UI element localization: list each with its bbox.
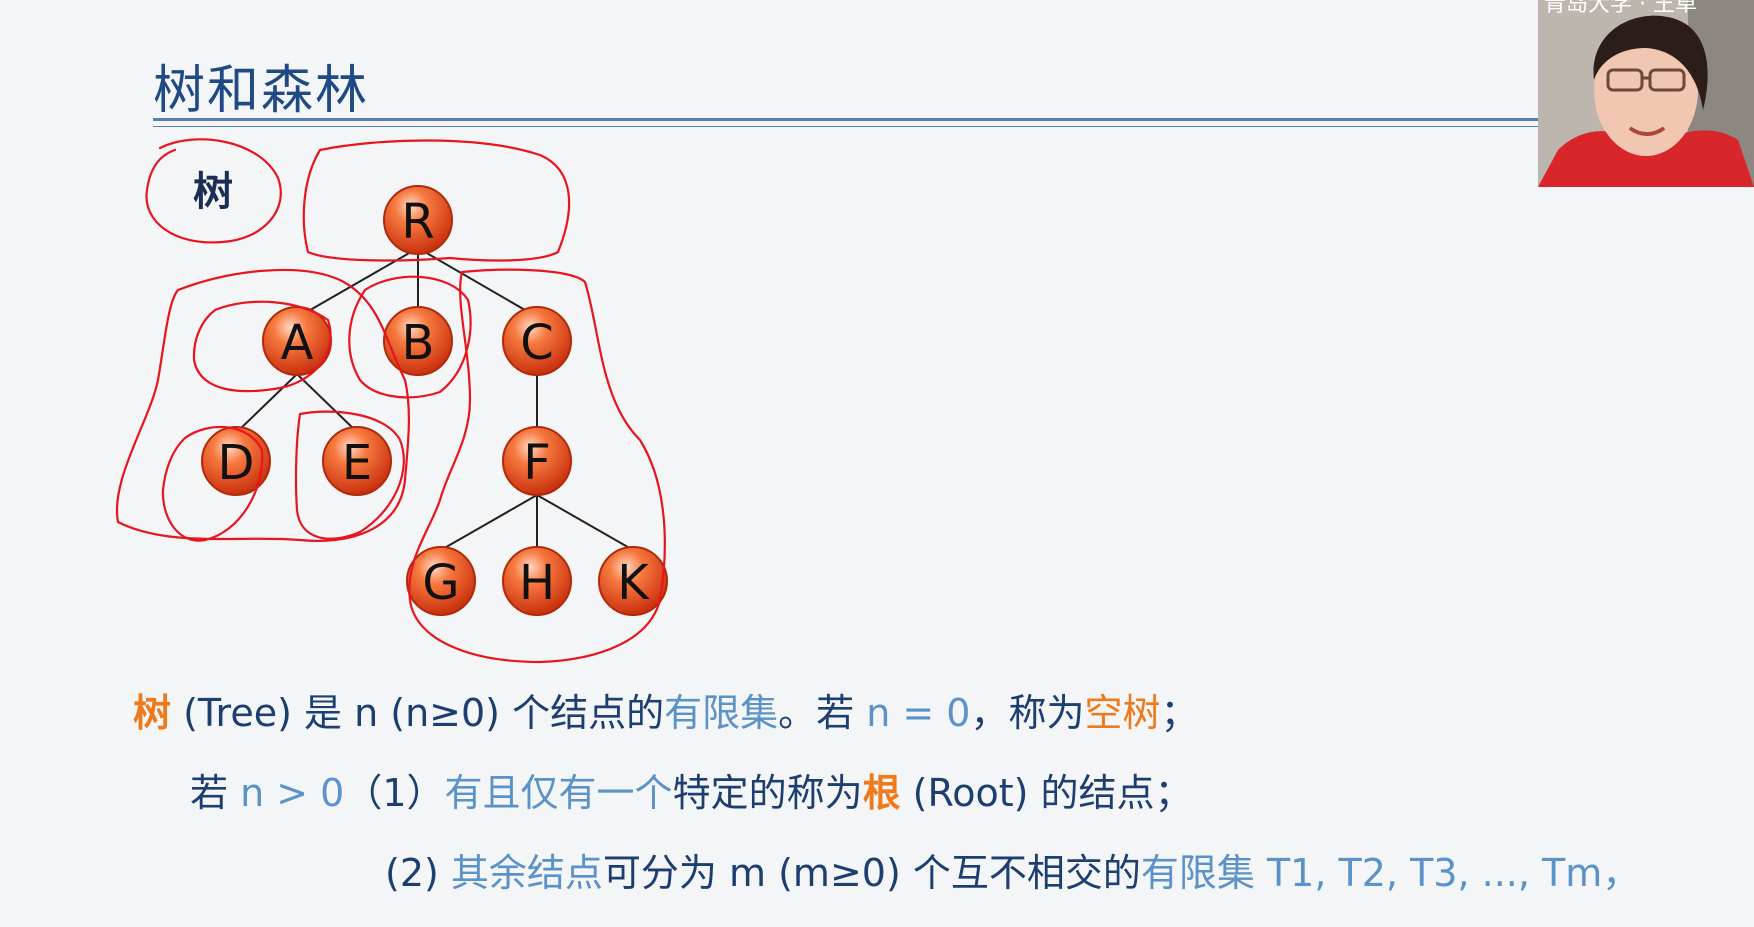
term-tree: 树 (133, 691, 172, 735)
term-finite-set: 有限集 (664, 691, 779, 735)
node-f-label: F (523, 435, 551, 491)
circle-around-subtree-b (348, 275, 472, 399)
title-underline-thin (153, 126, 1538, 127)
circle-around-subtree-c (408, 268, 666, 664)
line1-text-3: ，称为 (970, 691, 1085, 735)
node-h-label: H (519, 555, 555, 611)
circle-around-node-d (161, 425, 264, 542)
line3-text-2: 可分为 m (m≥0) 个互不相交的 (602, 851, 1141, 895)
line3-text-1: (2) (385, 851, 451, 895)
node-g-label: G (422, 555, 459, 611)
n-greater-zero: n > 0 (240, 771, 345, 815)
tree-edges (236, 247, 634, 551)
node-c-label: C (520, 315, 554, 371)
line2-text-4: (Root) 的结点； (900, 771, 1193, 815)
edge-f-k (536, 494, 634, 551)
term-root: 根 (862, 771, 901, 815)
definition-line-2: 若 n > 0（1）有且仅有一个特定的称为根 (Root) 的结点； (190, 762, 1193, 817)
section-label: 树 (193, 169, 233, 215)
webcam-overlay: 青岛大学 · 王卓 (1538, 0, 1754, 187)
node-d-label: D (218, 435, 255, 491)
node-k-label: K (617, 555, 650, 611)
node-a-label: A (281, 315, 314, 371)
node-b-label: B (402, 315, 435, 371)
line2-text-3: 特定的称为 (672, 771, 863, 815)
node-c: C (502, 306, 572, 376)
subsets-list: T1, T2, T3, ..., Tm， (1254, 851, 1641, 895)
n-equals-zero: n = 0 (866, 691, 971, 735)
node-g: G (406, 546, 476, 616)
definition-line-1: 树 (Tree) 是 n (n≥0) 个结点的有限集。若 n = 0，称为空树； (133, 682, 1199, 737)
circle-around-root (302, 139, 571, 262)
node-e-label: E (342, 435, 372, 491)
line1-text-4: ； (1160, 691, 1199, 735)
edge-a-d (236, 374, 297, 433)
circle-around-label (145, 138, 282, 244)
hand-annotations (115, 138, 666, 664)
node-f: F (502, 426, 572, 496)
term-only-one: 有且仅有一个 (444, 771, 673, 815)
term-empty-tree: 空树 (1084, 691, 1161, 735)
edge-r-a (297, 247, 419, 318)
node-b: B (383, 306, 453, 376)
line1-text-2: 。若 (778, 691, 867, 735)
node-r-label: R (401, 194, 434, 250)
term-finite-set-2: 有限集 (1140, 851, 1255, 895)
presenter-video (1538, 0, 1754, 187)
node-r: R (383, 185, 453, 255)
edge-a-e (297, 374, 358, 433)
node-h: H (502, 546, 572, 616)
slide-title: 树和森林 (153, 61, 370, 121)
watermark: 青岛大学 · 王卓 (1544, 0, 1697, 17)
line1-text-1: (Tree) 是 n (n≥0) 个结点的 (171, 691, 665, 735)
circle-around-subtree-a (115, 268, 410, 542)
definition-line-3: (2) 其余结点可分为 m (m≥0) 个互不相交的有限集 T1, T2, T3… (385, 842, 1640, 897)
circle-around-node-e (294, 410, 405, 540)
term-rest-nodes: 其余结点 (450, 851, 603, 895)
tree-diagram: R A B C D E F (115, 138, 668, 664)
circle-around-node-a (192, 300, 332, 393)
edge-f-g (440, 494, 538, 551)
node-k: K (598, 546, 668, 616)
node-e: E (322, 426, 392, 496)
line2-text-2: （1） (344, 771, 445, 815)
node-d: D (201, 426, 271, 496)
title-underline (153, 118, 1538, 121)
line2-text-1: 若 (190, 771, 241, 815)
